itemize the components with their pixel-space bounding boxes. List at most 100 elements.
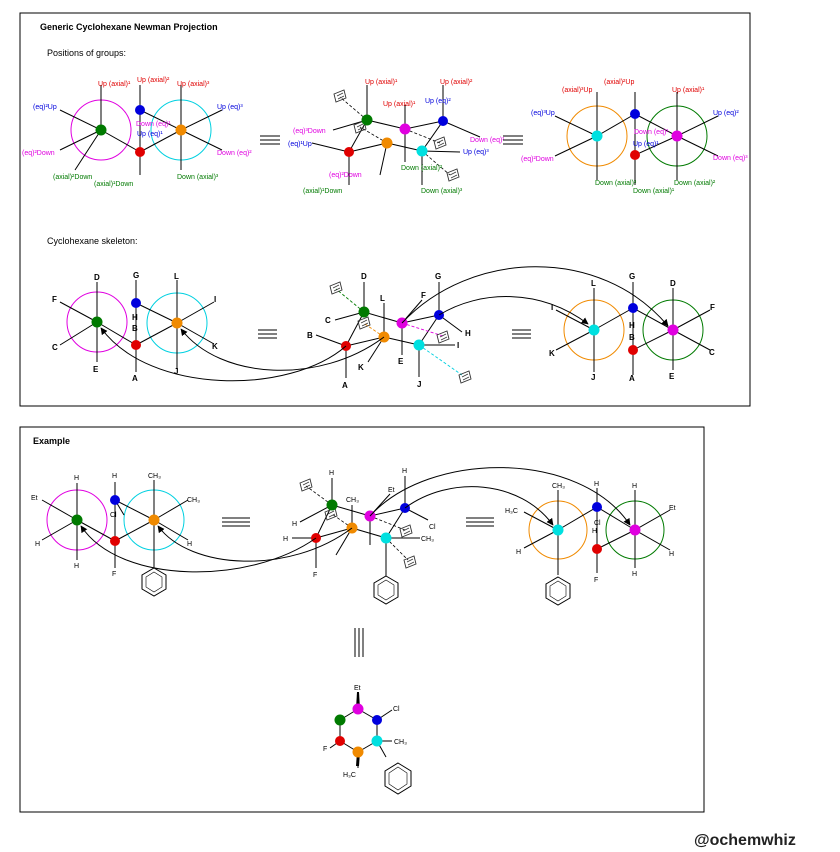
label: Cl bbox=[393, 706, 400, 713]
skeleton-newman-1: D G L F I H B C K E J A bbox=[52, 271, 218, 383]
label: Down (axial)³ bbox=[595, 180, 637, 187]
label: Down (eq)¹ bbox=[470, 137, 505, 144]
example-newman-1: H H CH₃ Et CH₃ Cl H H H F bbox=[31, 473, 200, 597]
label: (eq)³Up bbox=[531, 110, 555, 117]
label: Up (axial)³ bbox=[177, 81, 210, 88]
example-arrows bbox=[80, 467, 631, 573]
label: K bbox=[549, 349, 555, 358]
label: H bbox=[74, 475, 79, 482]
label: H bbox=[112, 473, 117, 480]
equivalence-sign bbox=[260, 135, 280, 145]
equivalence-sign bbox=[258, 329, 277, 339]
skeleton-heading: Cyclohexane skeleton: bbox=[47, 236, 138, 246]
label: H bbox=[35, 541, 40, 548]
label: J bbox=[591, 373, 595, 382]
label: (eq)²Down bbox=[329, 172, 362, 179]
label: G bbox=[435, 272, 441, 281]
top-panel-frame bbox=[19, 12, 751, 407]
label: (axial)²Down bbox=[53, 174, 92, 181]
label: I bbox=[457, 341, 459, 350]
label: Et bbox=[31, 495, 38, 502]
label: A bbox=[629, 374, 635, 383]
label: Up (axial)¹ bbox=[672, 87, 705, 94]
positions-newman-3: (axial)³Up (axial)²Up Up (axial)¹ (eq)³U… bbox=[521, 79, 748, 195]
label: B bbox=[132, 324, 138, 333]
label: B bbox=[307, 331, 313, 340]
skeleton-newman-3: L G D F I H B K C J A E bbox=[549, 272, 715, 383]
example-newman-3: CH₃ H H H₃C Et Cl H H H F H bbox=[505, 481, 676, 606]
label: F bbox=[52, 295, 57, 304]
label: H bbox=[594, 481, 599, 488]
label: (axial)¹Down bbox=[94, 181, 133, 188]
label: E bbox=[93, 365, 99, 374]
label: (eq)¹Up bbox=[288, 141, 312, 148]
label: C bbox=[709, 348, 715, 357]
phenyl-ring bbox=[373, 575, 399, 605]
label: F bbox=[323, 746, 327, 753]
example-panel-frame bbox=[19, 426, 705, 813]
label: B bbox=[629, 333, 635, 342]
example-chair-2: H H CH₃ Et H H Cl CH₃ F bbox=[283, 468, 436, 605]
label: CH₃ bbox=[421, 536, 434, 543]
label: G bbox=[133, 271, 139, 280]
phenyl-ring bbox=[141, 567, 167, 597]
label: Up (axial)¹ bbox=[365, 79, 398, 86]
equivalence-sign bbox=[466, 517, 494, 527]
label: C bbox=[52, 343, 58, 352]
label: E bbox=[669, 372, 675, 381]
label: H bbox=[292, 521, 297, 528]
label: Et bbox=[669, 505, 676, 512]
label: Down (axial)¹ bbox=[633, 188, 675, 195]
label: Up (eq)¹ bbox=[633, 141, 659, 148]
label: Up (eq)² bbox=[425, 98, 451, 105]
label: J bbox=[417, 380, 421, 389]
skeleton-arrows bbox=[100, 266, 669, 382]
label: (axial)³Up bbox=[562, 87, 592, 94]
phenyl-ring bbox=[384, 762, 412, 795]
label: H bbox=[187, 541, 192, 548]
label: Up (eq)¹ bbox=[137, 131, 163, 138]
label: Down (eq)¹ bbox=[634, 129, 669, 136]
label: CH₃ bbox=[394, 739, 407, 746]
label: (axial)¹Down bbox=[303, 188, 342, 195]
vertical-equivalence-sign bbox=[354, 628, 364, 657]
label: H bbox=[74, 563, 79, 570]
label: (eq)³Down bbox=[293, 128, 326, 135]
skeleton-chair-2: D G L F C B H I K E J A bbox=[307, 272, 472, 390]
label: F bbox=[710, 303, 715, 312]
label: F bbox=[594, 577, 598, 584]
label: L bbox=[380, 294, 385, 303]
positions-heading: Positions of groups: bbox=[47, 48, 126, 58]
label: Down (axial)² bbox=[674, 180, 716, 187]
label: H bbox=[629, 321, 635, 330]
label: Cl bbox=[594, 520, 601, 527]
label: H bbox=[669, 551, 674, 558]
label: H₃C bbox=[505, 508, 518, 515]
label: Down (axial)² bbox=[401, 165, 443, 172]
label: G bbox=[629, 272, 635, 281]
label: H bbox=[402, 468, 407, 475]
label: Down (eq)¹ bbox=[136, 121, 171, 128]
label: D bbox=[94, 273, 100, 282]
example-panel-title: Example bbox=[33, 436, 70, 446]
positions-newman-1: Up (axial)¹ Up (axial)² Up (axial)³ (eq)… bbox=[22, 77, 252, 188]
label: Et bbox=[388, 487, 395, 494]
label: CH₃ bbox=[148, 473, 161, 480]
label: (axial)²Up bbox=[604, 79, 634, 86]
label: K bbox=[212, 342, 218, 351]
label: Up (axial)¹ bbox=[98, 81, 131, 88]
equivalence-sign bbox=[503, 135, 523, 145]
label: K bbox=[358, 363, 364, 372]
label: A bbox=[132, 374, 138, 383]
label: L bbox=[591, 279, 596, 288]
label: D bbox=[361, 272, 367, 281]
top-panel-title: Generic Cyclohexane Newman Projection bbox=[40, 22, 218, 32]
label: Cl bbox=[110, 512, 117, 519]
label: A bbox=[342, 381, 348, 390]
label: D bbox=[670, 279, 676, 288]
label: CH₃ bbox=[552, 483, 565, 490]
label: (eq)²Up bbox=[33, 104, 57, 111]
equivalence-sign bbox=[222, 517, 250, 527]
label: H bbox=[632, 483, 637, 490]
